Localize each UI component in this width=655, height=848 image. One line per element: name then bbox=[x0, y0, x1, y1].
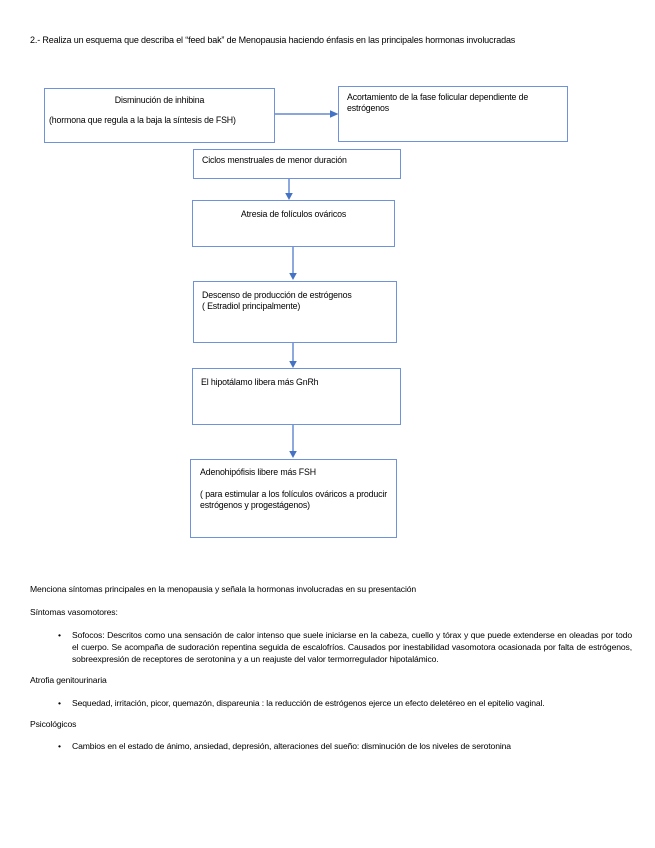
box-text-line: ( Estradiol principalmente) bbox=[202, 301, 301, 311]
flowchart-box-gnrh: El hipotálamo libera más GnRh bbox=[192, 368, 401, 425]
symptoms-intro: Menciona síntomas principales en la meno… bbox=[30, 584, 417, 594]
box-text-line: Adenohipófisis libere más FSH bbox=[200, 467, 316, 477]
list-item: • Cambios en el estado de ánimo, ansieda… bbox=[30, 740, 632, 752]
box-text-line: (hormona que regula a la baja la síntesi… bbox=[49, 115, 236, 125]
box-text-line: Acortamiento de la fase folicular depend… bbox=[347, 92, 529, 113]
flowchart-box-fsh: Adenohipófisis libere más FSH ( para est… bbox=[190, 459, 397, 538]
arrowhead-down-icon bbox=[289, 361, 297, 368]
arrowhead-down-icon bbox=[289, 273, 297, 280]
bullet-icon: • bbox=[58, 741, 61, 752]
box-text-line: Descenso de producción de estrógenos bbox=[202, 290, 352, 300]
exercise-prompt: 2.- Realiza un esquema que describa el “… bbox=[30, 35, 516, 45]
box-text-line: Disminución de inhibina bbox=[114, 95, 205, 105]
list-item: • Sequedad, irritación, picor, quemazón,… bbox=[30, 697, 632, 709]
bullet-text: Sequedad, irritación, picor, quemazón, d… bbox=[72, 697, 545, 708]
box-text-line: ( para estimular a los folículos ovárico… bbox=[200, 489, 387, 510]
box-text-line: Atresia de folículos ováricos bbox=[240, 209, 347, 219]
flowchart-box-inhibina: Disminución de inhibina (hormona que reg… bbox=[44, 88, 275, 143]
section-heading-psicologicos: Psicológicos bbox=[30, 719, 77, 730]
bullet-icon: • bbox=[58, 629, 61, 640]
bullet-text: Sofocos: Descritos como una sensación de… bbox=[72, 629, 632, 665]
symptoms-section: Menciona síntomas principales en la meno… bbox=[30, 583, 632, 762]
bullet-icon: • bbox=[58, 697, 61, 708]
flowchart-box-atresia: Atresia de folículos ováricos bbox=[192, 200, 395, 247]
arrowhead-down-icon bbox=[285, 193, 293, 200]
section-heading-genitourinaria: Atrofia genitourinaria bbox=[30, 675, 107, 686]
box-text-line: Ciclos menstruales de menor duración bbox=[202, 155, 347, 165]
list-item: • Sofocos: Descritos como una sensación … bbox=[30, 629, 632, 666]
arrowhead-down-icon bbox=[289, 451, 297, 458]
flowchart-box-descenso-estrogenos: Descenso de producción de estrógenos ( E… bbox=[193, 281, 397, 343]
bullet-text: Cambios en el estado de ánimo, ansiedad,… bbox=[72, 741, 511, 752]
flowchart-box-fase-folicular: Acortamiento de la fase folicular depend… bbox=[338, 86, 568, 142]
section-heading-vasomotores: Síntomas vasomotores: bbox=[30, 607, 118, 618]
flowchart-box-ciclos: Ciclos menstruales de menor duración bbox=[193, 149, 401, 179]
box-text-line: El hipotálamo libera más GnRh bbox=[201, 377, 319, 387]
